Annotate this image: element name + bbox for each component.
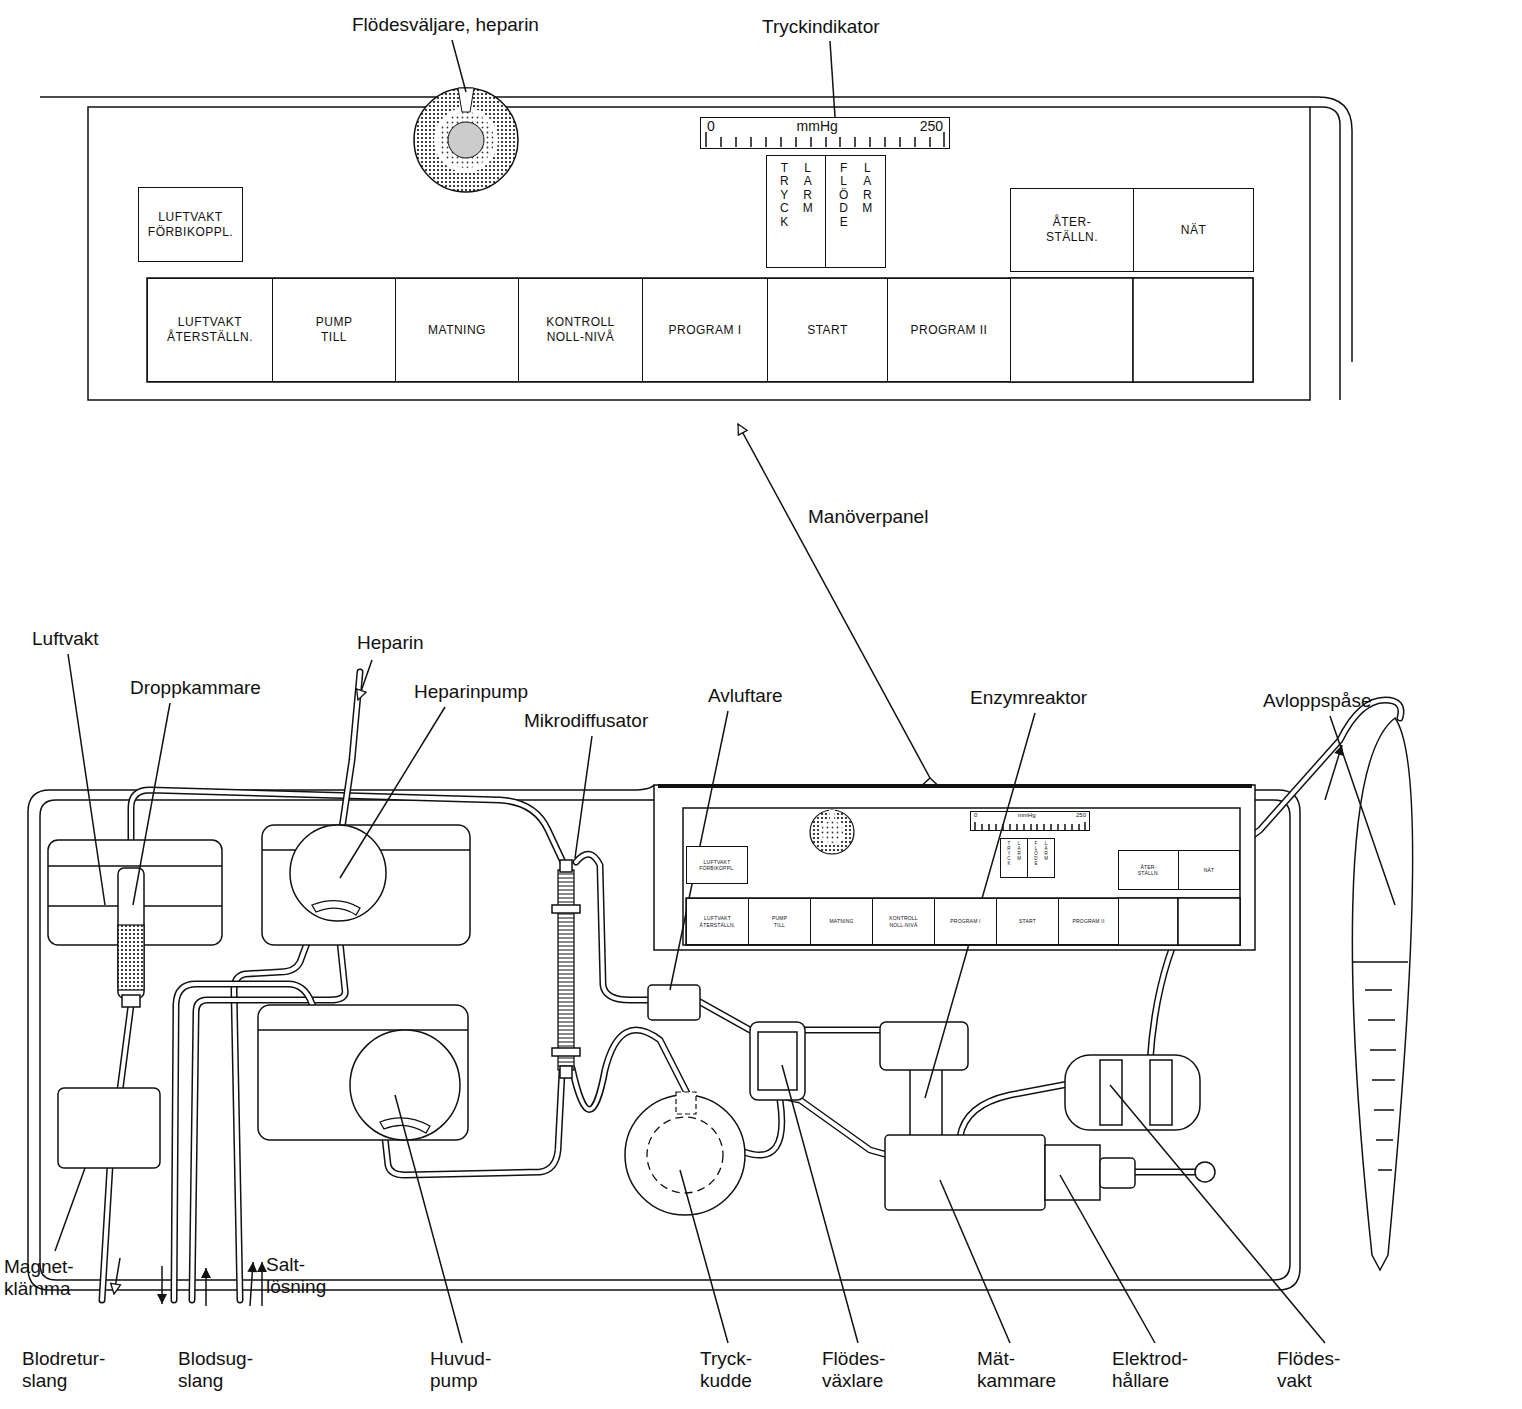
button-text: LUFTVAKT FÖRBIKOPPL. bbox=[699, 859, 735, 872]
button-text: ÅTER- STÄLLN. bbox=[1046, 215, 1098, 245]
panel-button: START bbox=[767, 278, 888, 382]
part-label: Droppkammare bbox=[130, 677, 261, 699]
mini-panel-button: MATNING bbox=[810, 898, 873, 945]
button-text: PROGRAM II bbox=[1072, 918, 1104, 924]
part-label: Avloppspåse bbox=[1263, 690, 1371, 712]
panel-button: ÅTER- STÄLLN. bbox=[1010, 188, 1134, 272]
button-text: FLÖDE bbox=[1034, 841, 1039, 866]
part-label: Flödes- vakt bbox=[1277, 1348, 1340, 1392]
panel-button: MATNING bbox=[395, 278, 519, 382]
button-text: NÄT bbox=[1181, 223, 1206, 238]
part-label: Enzymreaktor bbox=[970, 687, 1087, 709]
alarm-lamp: FLÖDE LARM bbox=[825, 155, 886, 268]
button-text: LUFTVAKT ÅTERSTÄLLN. bbox=[167, 315, 253, 345]
alarm-lamp: TRYCK LARM bbox=[766, 155, 826, 268]
button-text: ÅTER- STÄLLN. bbox=[1138, 864, 1160, 877]
button-text: NÄT bbox=[1204, 867, 1215, 873]
button-text: KONTROLL NOLL-NIVÅ bbox=[881, 915, 926, 928]
scale-text: 0 bbox=[974, 812, 977, 819]
button-text: LUFTVAKT ÅTERSTÄLLN. bbox=[700, 915, 736, 928]
panel-button: KONTROLL NOLL-NIVÅ bbox=[518, 278, 643, 382]
part-label: Tryck- kudde bbox=[700, 1348, 752, 1392]
mini-panel-button: ÅTER- STÄLLN. bbox=[1118, 850, 1179, 890]
button-text: START bbox=[1019, 918, 1036, 924]
part-label: Huvud- pump bbox=[430, 1348, 491, 1392]
part-label: Avluftare bbox=[708, 685, 783, 707]
scale-text: 250 bbox=[1076, 812, 1086, 819]
part-label: Mikrodiffusator bbox=[524, 710, 648, 732]
part-label: Elektrod- hållare bbox=[1112, 1348, 1188, 1392]
button-text: PROGRAM I bbox=[669, 323, 742, 338]
part-label: Flödes- växlare bbox=[822, 1348, 885, 1392]
part-label: Heparin bbox=[357, 632, 424, 654]
scale-text: mmHg bbox=[1018, 812, 1036, 819]
button-text: TRYCK bbox=[1007, 841, 1012, 866]
mini-alarm-lamp: TRYCK LARM bbox=[1000, 838, 1028, 878]
part-label: Blodretur- slang bbox=[22, 1348, 105, 1392]
button-text: MATNING bbox=[829, 918, 853, 924]
part-label: Magnet- klämma bbox=[4, 1256, 74, 1300]
button-text: LARM bbox=[802, 162, 814, 216]
mini-panel-button: START bbox=[996, 898, 1059, 945]
part-label: Manöverpanel bbox=[808, 506, 928, 528]
scale-text: mmHg bbox=[797, 119, 838, 134]
button-text: PROGRAM I bbox=[950, 918, 980, 924]
pressure-indicator: 0 mmHg 250 bbox=[700, 117, 950, 149]
mini-panel-button: LUFTVAKT FÖRBIKOPPL. bbox=[686, 846, 748, 884]
button-text: FLÖDE bbox=[838, 162, 850, 229]
scale-text: 250 bbox=[920, 119, 943, 134]
mini-alarm-lamp: FLÖDE LARM bbox=[1027, 838, 1055, 878]
part-label: Flödesväljare, heparin bbox=[352, 14, 539, 36]
part-label: Mät- kammare bbox=[977, 1348, 1056, 1392]
panel-button: PROGRAM II bbox=[887, 278, 1011, 382]
part-label: Blodsug- slang bbox=[178, 1348, 253, 1392]
panel-button: PROGRAM I bbox=[642, 278, 768, 382]
part-label: Luftvakt bbox=[32, 628, 99, 650]
panel-button: LUFTVAKT FÖRBIKOPPL. bbox=[138, 187, 243, 262]
button-text: TRYCK bbox=[778, 162, 790, 229]
button-text: MATNING bbox=[428, 323, 486, 338]
mini-panel-button: PUMP TILL bbox=[748, 898, 811, 945]
panel-button: PUMP TILL bbox=[272, 278, 396, 382]
panel-button: NÄT bbox=[1133, 188, 1254, 272]
button-text: LARM bbox=[1044, 841, 1049, 861]
part-label: Heparinpump bbox=[414, 681, 528, 703]
mini-panel-button: LUFTVAKT ÅTERSTÄLLN. bbox=[686, 898, 749, 945]
mini-pressure-indicator: 0 mmHg 250 bbox=[970, 811, 1090, 831]
button-text: PUMP TILL bbox=[772, 915, 787, 928]
mini-panel-button: PROGRAM I bbox=[934, 898, 997, 945]
mini-panel-button: NÄT bbox=[1178, 850, 1240, 890]
button-text: LUFTVAKT FÖRBIKOPPL. bbox=[148, 210, 233, 240]
button-text: PROGRAM II bbox=[911, 323, 988, 338]
button-text: LARM bbox=[861, 162, 873, 216]
panel-button: LUFTVAKT ÅTERSTÄLLN. bbox=[147, 278, 273, 382]
mini-panel-button: PROGRAM II bbox=[1058, 898, 1119, 945]
button-text: START bbox=[807, 323, 848, 338]
scale-text: 0 bbox=[707, 119, 715, 134]
button-text: PUMP TILL bbox=[316, 315, 352, 345]
mini-panel-button: KONTROLL NOLL-NIVÅ bbox=[872, 898, 935, 945]
button-text: LARM bbox=[1017, 841, 1022, 861]
part-label: Salt- lösning bbox=[266, 1254, 326, 1298]
button-text: KONTROLL NOLL-NIVÅ bbox=[536, 315, 626, 345]
part-label: Tryckindikator bbox=[762, 16, 880, 38]
